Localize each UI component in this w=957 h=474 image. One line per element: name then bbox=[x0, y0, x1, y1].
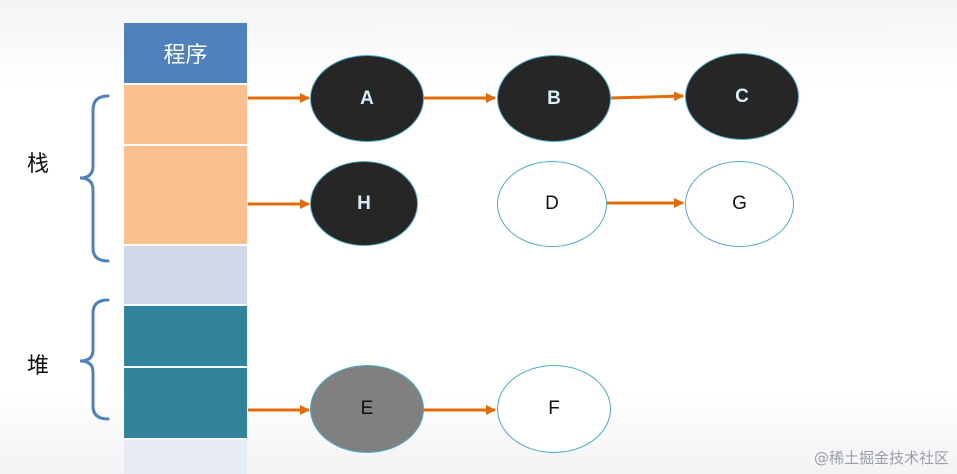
node-f: F bbox=[497, 365, 611, 453]
node-a-label: A bbox=[360, 87, 374, 109]
tail-slot bbox=[124, 440, 247, 474]
node-h: H bbox=[310, 161, 418, 246]
node-e: E bbox=[310, 365, 424, 453]
heap-label: 堆 bbox=[27, 354, 50, 379]
node-c-label: C bbox=[735, 85, 749, 107]
program-title: 程序 bbox=[163, 43, 208, 68]
stack-brace bbox=[79, 94, 110, 263]
node-b-label: B bbox=[547, 87, 561, 109]
watermark: @稀土掘金技术社区 bbox=[813, 449, 949, 467]
free-slot bbox=[124, 246, 247, 304]
node-f-label: F bbox=[548, 398, 560, 419]
node-e-label: E bbox=[360, 398, 374, 419]
node-b: B bbox=[497, 55, 611, 142]
node-d: D bbox=[497, 161, 607, 247]
node-g: G bbox=[685, 161, 794, 247]
heap-slot-2 bbox=[124, 368, 247, 438]
arrow-b-to-c bbox=[610, 91, 684, 102]
node-a: A bbox=[310, 55, 424, 142]
heap-brace bbox=[79, 298, 110, 421]
program-header: 程序 bbox=[124, 23, 247, 83]
stack-slot-2 bbox=[124, 146, 247, 244]
node-d-label: D bbox=[545, 193, 559, 214]
heap-slot-1 bbox=[124, 306, 247, 366]
node-c: C bbox=[685, 53, 799, 140]
node-g-label: G bbox=[732, 193, 747, 214]
stack-slot-1 bbox=[124, 85, 247, 144]
node-h-label: H bbox=[357, 192, 371, 214]
stack-label: 栈 bbox=[27, 152, 50, 177]
